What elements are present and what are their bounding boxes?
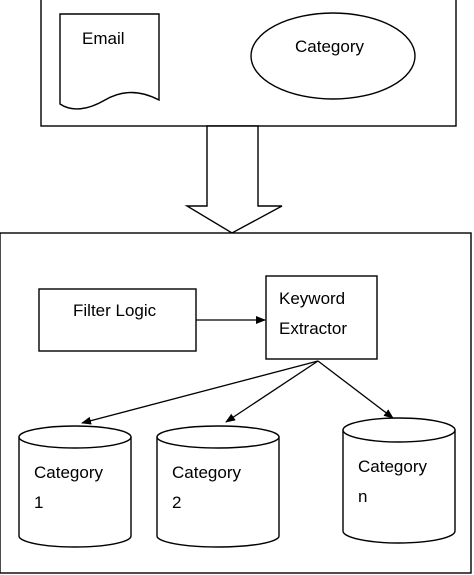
category-1-label-line2: 1 <box>34 493 43 512</box>
arrow-to-category-2 <box>225 360 319 423</box>
arrow-to-category-n <box>317 360 394 419</box>
keyword-extractor-label-line2: Extractor <box>279 319 347 338</box>
category-n-cylinder <box>342 417 456 544</box>
category-ellipse <box>250 12 416 100</box>
category-2-cylinder <box>156 425 280 548</box>
category-2-label-line2: 2 <box>172 493 181 512</box>
filter-logic-box <box>38 288 197 352</box>
category-2-label-line1: Category <box>172 463 241 482</box>
email-document-shape <box>59 13 160 110</box>
category-1-cylinder <box>18 425 132 548</box>
filter-logic-label: Filter Logic <box>73 301 157 320</box>
category-1-label-line1: Category <box>34 463 103 482</box>
category-n-label-line2: n <box>358 487 367 506</box>
email-label: Email <box>82 29 125 48</box>
keyword-extractor-label-line1: Keyword <box>279 289 345 308</box>
category-n-label-line1: Category <box>358 457 427 476</box>
arrow-to-category-1 <box>81 360 319 425</box>
down-arrow <box>184 125 283 234</box>
category-ellipse-label: Category <box>295 37 364 56</box>
keyword-extractor-box <box>265 275 378 360</box>
